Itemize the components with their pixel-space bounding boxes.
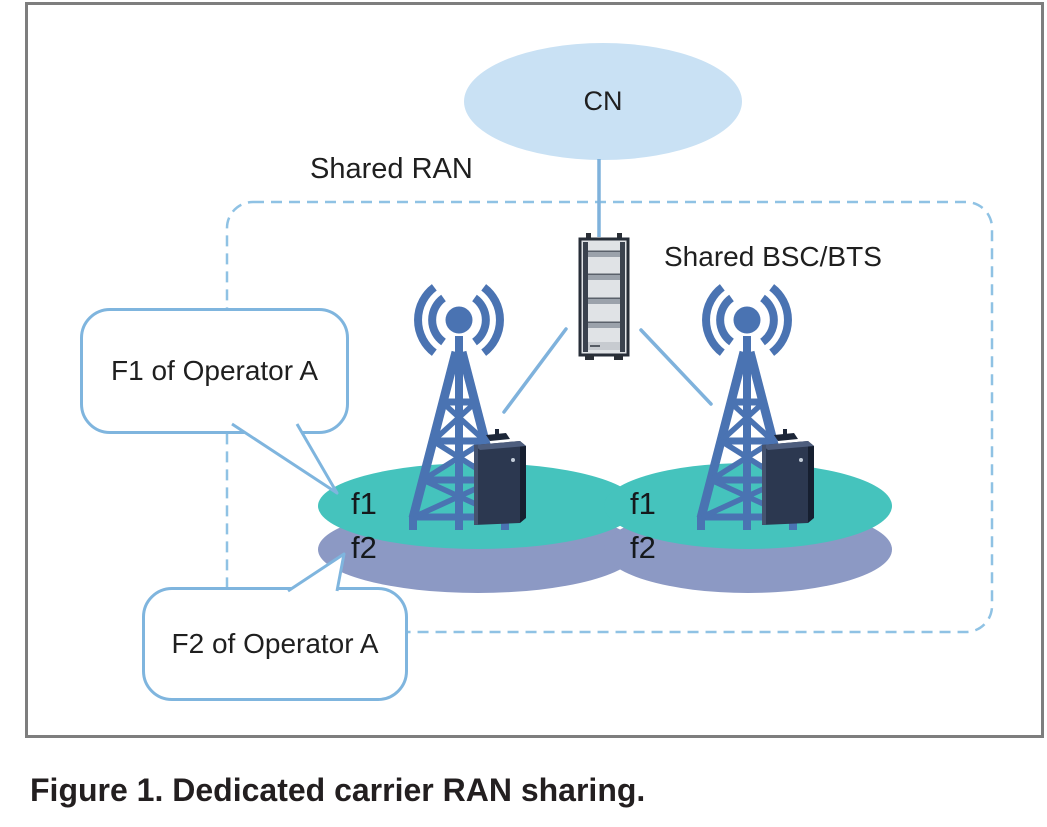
callout-f1-text: F1 of Operator A: [111, 355, 318, 386]
callout-f1-operator-a: F1 of Operator A: [80, 308, 349, 434]
core-network-label: CN: [583, 86, 623, 116]
callout-f2-text: F2 of Operator A: [171, 628, 379, 659]
right-f1-label: f1: [630, 486, 656, 521]
left-f1-label: f1: [351, 486, 377, 521]
left-f2-label: f2: [351, 530, 377, 565]
shared-bsc-bts-label: Shared BSC/BTS: [664, 241, 882, 272]
shared-ran-label: Shared RAN: [310, 153, 473, 185]
figure-caption: Figure 1. Dedicated carrier RAN sharing.: [30, 772, 646, 808]
right-f2-label: f2: [630, 530, 656, 565]
core-network-ellipse: CN: [464, 43, 742, 160]
callout-f2-operator-a: F2 of Operator A: [142, 587, 408, 701]
